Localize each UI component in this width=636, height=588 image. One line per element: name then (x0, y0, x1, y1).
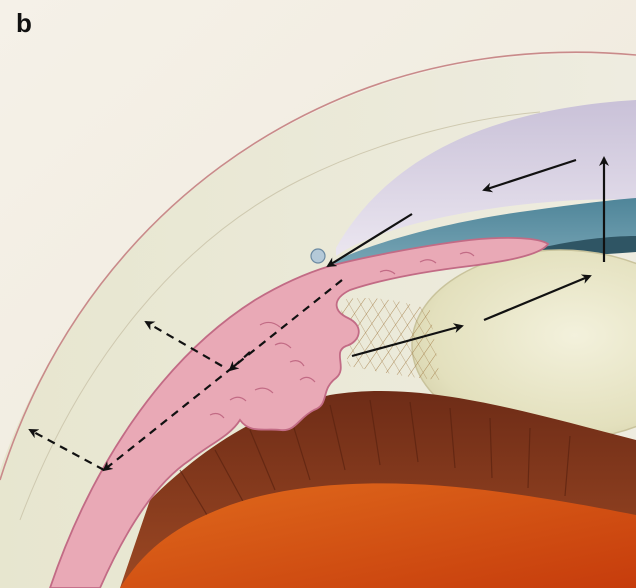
panel-label: b (16, 10, 32, 36)
schlemm-canal (311, 249, 325, 263)
